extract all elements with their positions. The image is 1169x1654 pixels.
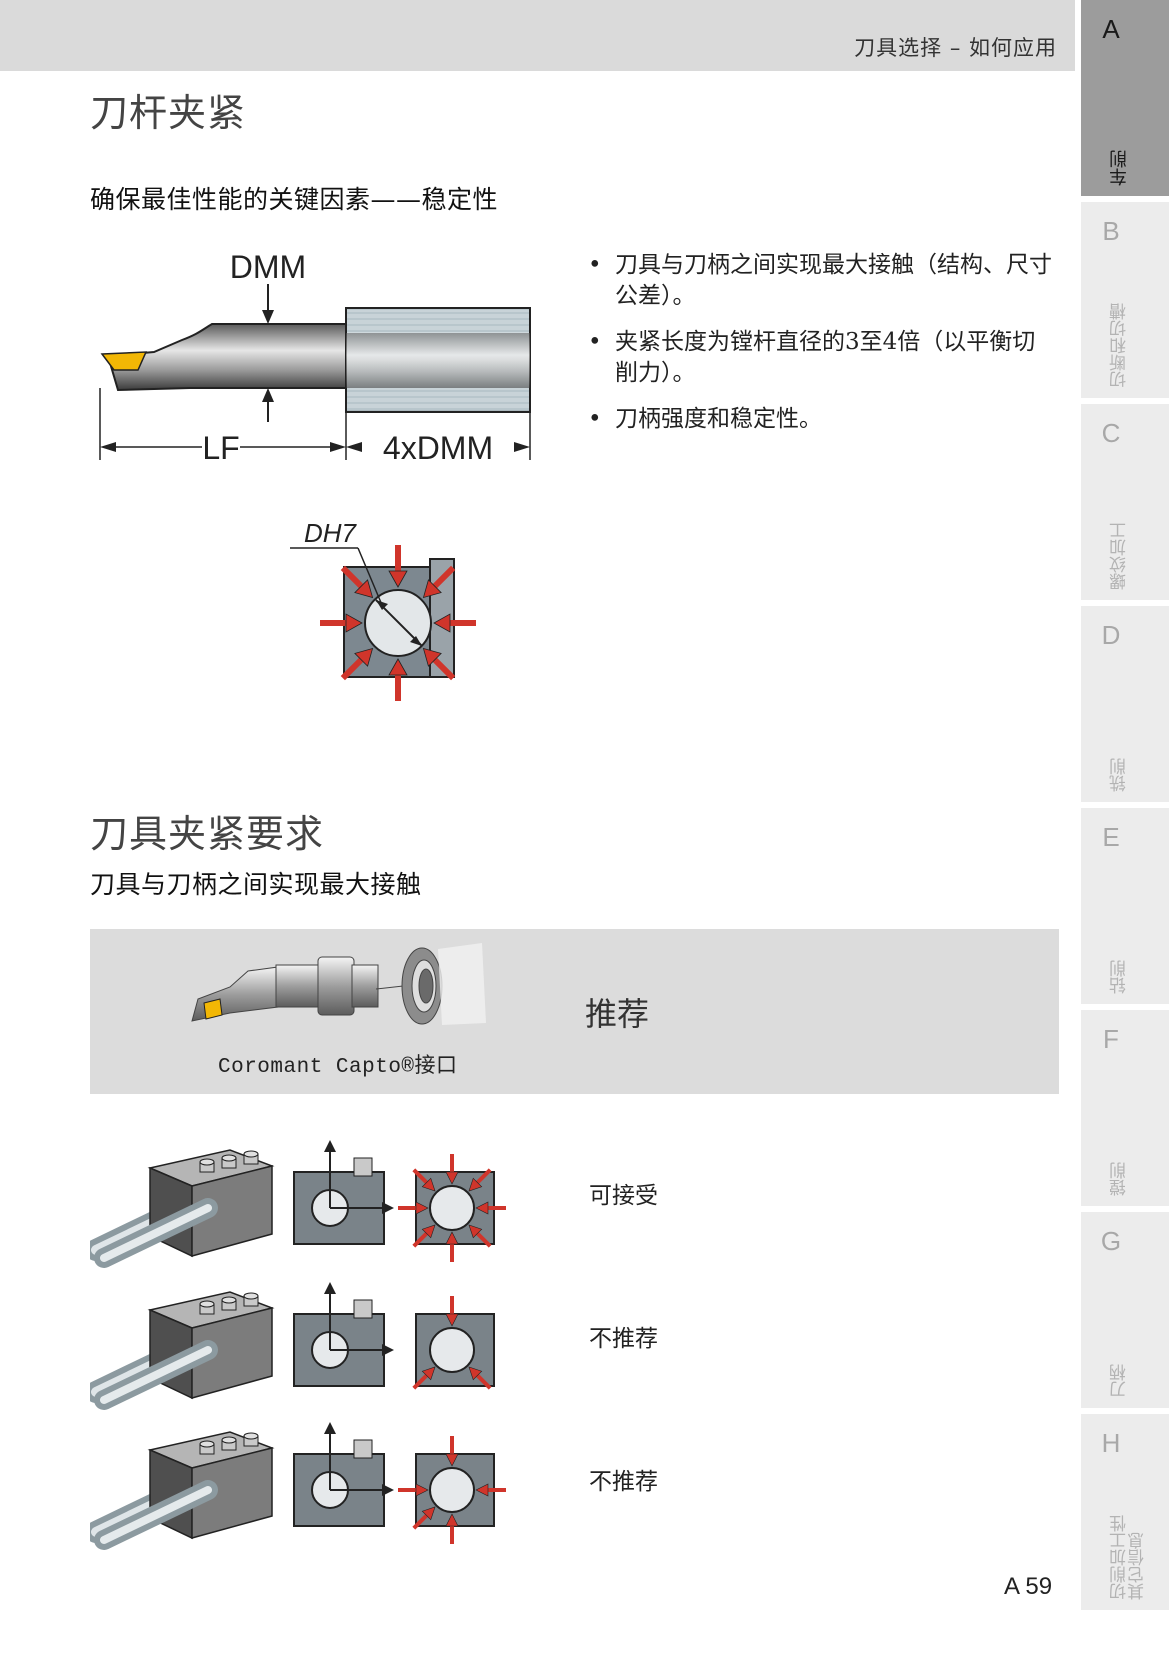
dmm-label: DMM [230, 249, 306, 285]
force-arrow [429, 654, 456, 681]
clamping-example-1 [90, 1140, 506, 1268]
header-bar: 刀具选择 – 如何应用 [0, 0, 1075, 71]
rating-acceptable: 可接受 [589, 1183, 658, 1209]
rating-not-recommended: 不推荐 [589, 1326, 658, 1352]
side-tab-letter: C [1101, 418, 1121, 448]
side-tab-letter: B [1102, 216, 1120, 246]
section-title-bar-clamping: 刀杆夹紧 [90, 91, 247, 135]
lf-label: LF [202, 430, 239, 466]
force-arrow-head [354, 579, 374, 599]
insert [100, 351, 148, 371]
force-arrow-head [345, 613, 363, 633]
side-tab-c[interactable]: C 螺纹加工 [1081, 404, 1169, 600]
side-tab-label: 刀柄 [1110, 1364, 1130, 1398]
side-tab-b[interactable]: B 切断和切槽 [1081, 202, 1169, 398]
side-tab-letter: D [1101, 620, 1121, 650]
force-arrow-head [354, 647, 374, 667]
bullet-item: 刀具与刀柄之间实现最大接触（结构、尺寸公差）。 [588, 250, 1058, 312]
force-arrow-head [422, 647, 442, 667]
section-title-tool-clamping: 刀具夹紧要求 [90, 812, 325, 856]
capto-interface-label: Coromant Capto®接口 [218, 1056, 458, 1079]
rating-recommended: 推荐 [585, 995, 650, 1033]
force-arrow [340, 565, 367, 592]
side-tab-label: 铣削 [1110, 758, 1130, 792]
side-tab-label: 切削加工性 其它信息 [1110, 1515, 1148, 1600]
clamping-force-arrows [320, 545, 476, 701]
section-subtitle-contact: 刀具与刀柄之间实现最大接触 [90, 870, 422, 899]
bullet-item: 刀柄强度和稳定性。 [588, 404, 1058, 435]
side-tab-label: 螺纹加工 [1110, 522, 1130, 590]
section-subtitle-stability: 确保最佳性能的关键因素——稳定性 [90, 185, 499, 214]
running-header: 刀具选择 – 如何应用 [854, 36, 1057, 60]
side-tab-h[interactable]: H 切削加工性 其它信息 [1081, 1414, 1169, 1610]
side-tab-f[interactable]: F 镗削 [1081, 1010, 1169, 1206]
side-tab-letter: E [1102, 822, 1120, 852]
boring-bar-diagram: DMM LF 4xDMM [99, 249, 531, 466]
force-arrow-head [388, 658, 408, 676]
side-tab-label: 镗削 [1110, 1162, 1130, 1196]
page-number: A 59 [1004, 1573, 1053, 1600]
side-tab-g[interactable]: G 刀柄 [1081, 1212, 1169, 1408]
dh7-label: DH7 [304, 518, 358, 548]
side-tab-letter: A [1102, 14, 1120, 44]
side-tab-letter: H [1101, 1428, 1121, 1458]
force-arrow [340, 654, 367, 681]
force-arrow-head [388, 570, 408, 588]
side-tab-label: 钻削 [1110, 960, 1130, 994]
force-arrow-head [422, 579, 442, 599]
dh7-clamping-diagram: DH7 [290, 518, 476, 701]
side-tab-a[interactable]: A 车削 [1081, 0, 1169, 196]
side-tab-index: A 车削 B 切断和切槽 C 螺纹加工 D 铣削 E 钻削 F 镗削 G 刀柄 H 切削加工性 其它信息 [1081, 0, 1169, 1654]
clamping-example-3 [90, 1422, 506, 1550]
side-tab-label: 车削 [1109, 150, 1130, 186]
side-tab-letter: F [1103, 1024, 1119, 1054]
side-tab-d[interactable]: D 铣削 [1081, 606, 1169, 802]
force-arrow [429, 565, 456, 592]
force-arrow-head [433, 613, 451, 633]
bullet-item: 夹紧长度为镗杆直径的3至4倍（以平衡切削力）。 [588, 327, 1058, 389]
clamping-example-2 [90, 1282, 495, 1410]
capto-illustration [191, 943, 486, 1025]
side-tab-e[interactable]: E 钻削 [1081, 808, 1169, 1004]
side-tab-letter: G [1100, 1226, 1122, 1256]
bullet-list: 刀具与刀柄之间实现最大接触（结构、尺寸公差）。 夹紧长度为镗杆直径的3至4倍（以… [588, 250, 1058, 450]
rating-not-recommended: 不推荐 [589, 1469, 658, 1495]
four-dmm-label: 4xDMM [383, 430, 493, 466]
recommended-panel: Coromant Capto®接口 推荐 [90, 929, 1059, 1094]
side-tab-label: 切断和切槽 [1110, 303, 1130, 388]
